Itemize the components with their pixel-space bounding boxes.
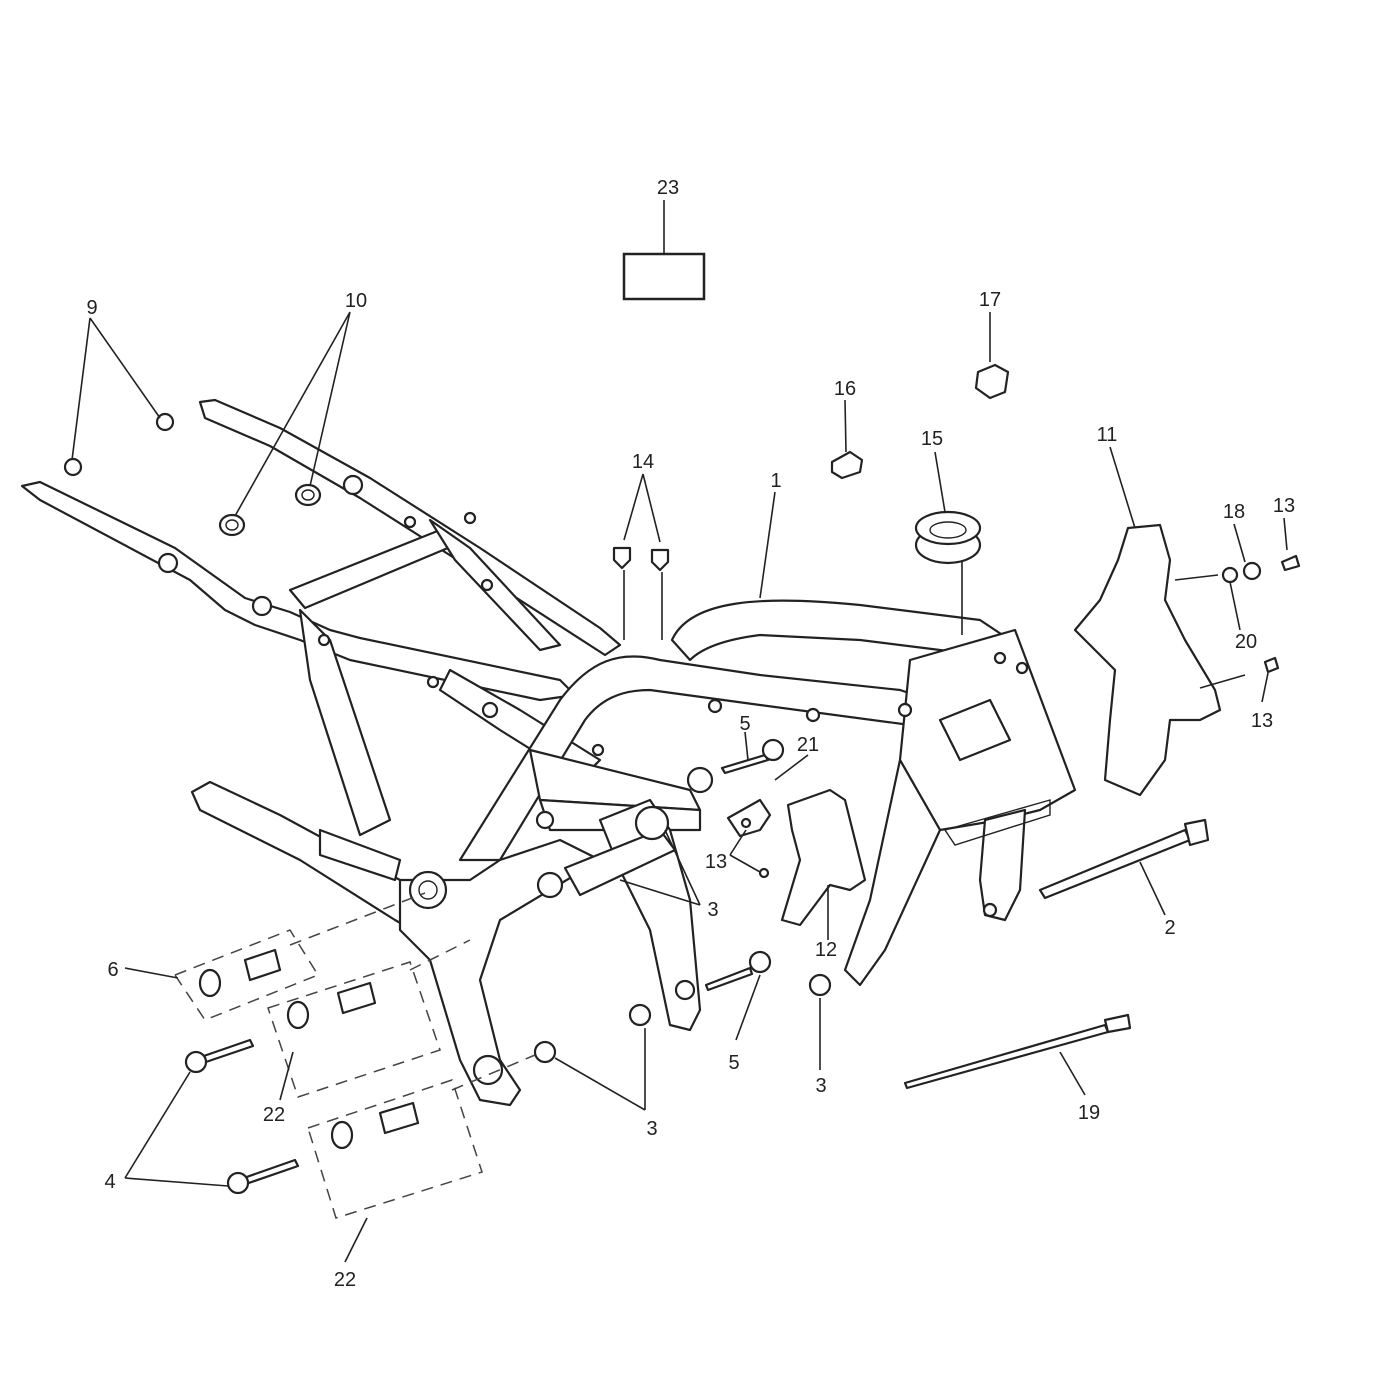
label-plate-part bbox=[622, 252, 706, 301]
screw-13-centre-parts bbox=[740, 817, 770, 879]
callout-2: 2 bbox=[1164, 917, 1175, 939]
callout-5-bottom: 5 bbox=[728, 1052, 739, 1074]
leader-lines bbox=[71, 200, 1288, 1263]
callout-11: 11 bbox=[1097, 424, 1118, 446]
nut-3-parts bbox=[533, 973, 832, 1064]
frame-backbone bbox=[458, 599, 1077, 987]
tie-bar-part bbox=[903, 1013, 1132, 1090]
callout-3-centre: 3 bbox=[707, 899, 718, 921]
bolt-4-parts bbox=[184, 1038, 300, 1195]
kit-connector-lines bbox=[289, 892, 536, 1091]
bush-kit-6 bbox=[173, 929, 320, 1021]
frame-pivot-section bbox=[190, 748, 714, 1107]
bolt-5-and-spacer-21-parts bbox=[704, 738, 785, 992]
grommet-part bbox=[914, 510, 982, 565]
callout-9: 9 bbox=[86, 297, 97, 319]
callout-3-right: 3 bbox=[815, 1075, 826, 1097]
fasteners-right-parts bbox=[1221, 554, 1301, 674]
bush-kit-22a bbox=[267, 961, 441, 1098]
callout-3-bottom: 3 bbox=[646, 1118, 657, 1140]
bolt-14-parts bbox=[612, 546, 670, 572]
callout-10: 10 bbox=[345, 290, 367, 312]
callout-1: 1 bbox=[770, 470, 781, 492]
callout-4: 4 bbox=[104, 1171, 115, 1193]
callout-18: 18 bbox=[1223, 501, 1245, 523]
clip-16-part bbox=[830, 450, 864, 480]
callout-12: 12 bbox=[815, 939, 837, 961]
callout-13-centre: 13 bbox=[705, 851, 727, 873]
long-bolt-part bbox=[1038, 818, 1210, 900]
nut-9b-part bbox=[63, 457, 83, 477]
nut-9a-part bbox=[155, 412, 175, 432]
callout-16: 16 bbox=[834, 378, 856, 400]
callout-14: 14 bbox=[632, 451, 654, 473]
callout-13-right: 13 bbox=[1251, 710, 1273, 732]
side-cover-part bbox=[1073, 523, 1222, 797]
callout-22-top: 22 bbox=[263, 1104, 285, 1126]
bush-kit-22b bbox=[307, 1079, 483, 1219]
callout-22-bottom: 22 bbox=[334, 1269, 356, 1291]
clip-17-part bbox=[974, 363, 1010, 400]
callout-17: 17 bbox=[979, 289, 1001, 311]
callout-5-top: 5 bbox=[739, 713, 750, 735]
callout-21: 21 bbox=[797, 734, 819, 756]
callout-23: 23 bbox=[657, 177, 679, 199]
callout-labels: 23 9 10 17 16 15 11 14 1 18 13 20 13 5 2… bbox=[86, 177, 1295, 1291]
frame-details bbox=[157, 474, 1029, 918]
callout-6: 6 bbox=[107, 959, 118, 981]
bush-10-parts bbox=[218, 483, 322, 537]
bracket-part bbox=[780, 788, 867, 927]
callout-15: 15 bbox=[921, 428, 943, 450]
callout-19: 19 bbox=[1078, 1102, 1100, 1124]
callout-20: 20 bbox=[1235, 631, 1257, 653]
callout-13-top: 13 bbox=[1273, 495, 1295, 517]
